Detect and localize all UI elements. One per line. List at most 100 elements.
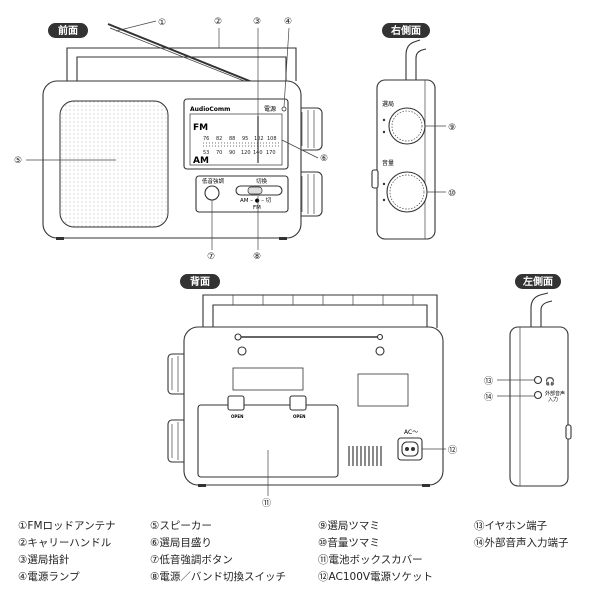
svg-text:⑬: ⑬ bbox=[484, 376, 493, 387]
callout-9: ⑨ bbox=[425, 123, 456, 133]
svg-text:⑪: ⑪ bbox=[262, 498, 271, 509]
legend-item-13: ⑬イヤホン端子 bbox=[474, 519, 547, 532]
legend-item-10: ⑩音量ツマミ bbox=[318, 536, 380, 549]
callout-4: ④ bbox=[283, 17, 292, 108]
fm-scale-numbers: 76 82 88 95 102 108 bbox=[203, 136, 277, 142]
callout-10: ⑩ bbox=[427, 189, 456, 199]
svg-text:76: 76 bbox=[203, 136, 209, 142]
svg-text:⑭: ⑭ bbox=[484, 392, 493, 403]
volume-label: 音量 bbox=[382, 159, 394, 167]
switch-positions-label: AM – ● – 切 bbox=[240, 197, 272, 204]
svg-text:②: ② bbox=[214, 17, 222, 27]
ac-label: AC～ bbox=[404, 429, 418, 436]
left-body bbox=[509, 326, 569, 487]
legend-item-1: ①FMロッドアンテナ bbox=[18, 520, 116, 532]
earphone-jack[interactable] bbox=[533, 375, 543, 385]
svg-text:120: 120 bbox=[241, 150, 251, 156]
svg-text:左側面: 左側面 bbox=[522, 275, 553, 288]
view-label-left: 左側面 bbox=[515, 274, 561, 289]
speaker-grille bbox=[59, 100, 169, 228]
switch-label: 切換 bbox=[256, 177, 268, 185]
handle-side-left bbox=[530, 292, 553, 327]
callout-12: ⑫ bbox=[422, 445, 457, 456]
svg-text:前面: 前面 bbox=[58, 24, 78, 37]
ext-input-label: 外部音声 bbox=[545, 390, 565, 397]
carry-handle bbox=[66, 47, 297, 81]
battery-latch-2[interactable] bbox=[289, 395, 307, 411]
tune-label: 選局 bbox=[382, 100, 394, 108]
band-fm-label: FM bbox=[193, 123, 208, 133]
left-side-view: 🎧 外部音声 入力 ⑬ ⑭ bbox=[484, 292, 572, 487]
volume-knob[interactable] bbox=[386, 171, 428, 213]
svg-text:170: 170 bbox=[266, 150, 276, 156]
view-label-right: 右側面 bbox=[382, 23, 430, 38]
legend-item-14: ⑭外部音声入力端子 bbox=[474, 536, 569, 549]
callout-5: ⑤ bbox=[14, 156, 116, 166]
svg-text:53: 53 bbox=[203, 150, 209, 156]
tuning-knob[interactable] bbox=[388, 107, 426, 145]
legend-item-7: ⑦低音強調ボタン bbox=[150, 553, 233, 566]
svg-text:④: ④ bbox=[284, 17, 292, 27]
svg-text:108: 108 bbox=[267, 136, 277, 142]
callout-11: ⑪ bbox=[262, 450, 271, 509]
svg-text:入力: 入力 bbox=[548, 396, 558, 403]
band-am-label: AM bbox=[193, 156, 209, 166]
view-label-front: 前面 bbox=[48, 23, 88, 38]
legend-item-3: ③選局指針 bbox=[18, 553, 70, 566]
back-carry-handle bbox=[202, 294, 438, 328]
callout-13: ⑬ bbox=[484, 376, 534, 387]
svg-text:⑤: ⑤ bbox=[14, 156, 22, 166]
tuning-scale bbox=[189, 113, 283, 166]
callout-6: ⑥ bbox=[281, 139, 328, 164]
svg-text:⑥: ⑥ bbox=[320, 154, 328, 164]
svg-text:③: ③ bbox=[253, 17, 261, 27]
callout-14: ⑭ bbox=[484, 392, 534, 403]
callout-1: ① bbox=[115, 18, 166, 32]
legend-item-4: ④電源ランプ bbox=[18, 570, 80, 583]
svg-text:右側面: 右側面 bbox=[390, 24, 421, 37]
parts-legend: ①FMロッドアンテナ ②キャリーハンドル ③選局指針 ④電源ランプ ⑤スピーカー… bbox=[18, 519, 569, 583]
svg-text:90: 90 bbox=[229, 150, 235, 156]
legend-item-6: ⑥選局目盛り bbox=[150, 536, 212, 549]
svg-text:95: 95 bbox=[242, 136, 248, 142]
view-label-back: 背面 bbox=[180, 274, 220, 289]
back-view: OPEN OPEN AC～ ⑪ ⑫ bbox=[167, 294, 457, 509]
legend-item-12: ⑫AC100V電源ソケット bbox=[318, 570, 433, 583]
legend-item-8: ⑧電源／バンド切換スイッチ bbox=[150, 570, 286, 583]
open-label-1: OPEN bbox=[231, 414, 243, 419]
callout-3: ③ bbox=[253, 17, 261, 116]
svg-text:背面: 背面 bbox=[190, 275, 210, 288]
callout-7: ⑦ bbox=[207, 200, 215, 262]
legend-item-9: ⑨選局ツマミ bbox=[318, 519, 380, 532]
svg-text:⑦: ⑦ bbox=[207, 252, 215, 262]
right-side-view: 選局 音量 ⑨ ⑩ bbox=[371, 39, 456, 240]
rear-vent bbox=[348, 446, 382, 466]
svg-text:⑨: ⑨ bbox=[448, 123, 456, 133]
brand-logo-text: AudioComm bbox=[190, 106, 230, 113]
power-label: 電源 bbox=[264, 105, 276, 113]
handle-side-right bbox=[405, 39, 427, 80]
open-label-2: OPEN bbox=[293, 414, 305, 419]
legend-item-5: ⑤スピーカー bbox=[150, 520, 212, 532]
band-switch-knob[interactable] bbox=[247, 186, 263, 195]
svg-text:⑧: ⑧ bbox=[253, 252, 261, 262]
svg-text:70: 70 bbox=[216, 150, 222, 156]
legend-item-2: ②キャリーハンドル bbox=[18, 537, 111, 549]
callout-2: ② bbox=[214, 17, 222, 48]
svg-text:⑫: ⑫ bbox=[448, 445, 457, 456]
bass-boost-button[interactable] bbox=[204, 185, 220, 201]
svg-text:①: ① bbox=[158, 18, 166, 28]
legend-item-11: ⑪電池ボックスカバー bbox=[318, 553, 423, 566]
svg-text:82: 82 bbox=[216, 136, 222, 142]
rod-antenna bbox=[107, 23, 263, 87]
svg-text:⑩: ⑩ bbox=[448, 189, 456, 199]
headphone-icon: 🎧 bbox=[545, 376, 555, 386]
callout-8: ⑧ bbox=[253, 196, 261, 262]
battery-latch-1[interactable] bbox=[227, 395, 245, 411]
switch-fm-label: FM bbox=[253, 205, 261, 211]
front-view: AudioComm 電源 FM AM 76 82 88 95 102 108 5… bbox=[14, 17, 328, 262]
svg-text:88: 88 bbox=[229, 136, 235, 142]
external-input-jack[interactable] bbox=[533, 390, 543, 400]
